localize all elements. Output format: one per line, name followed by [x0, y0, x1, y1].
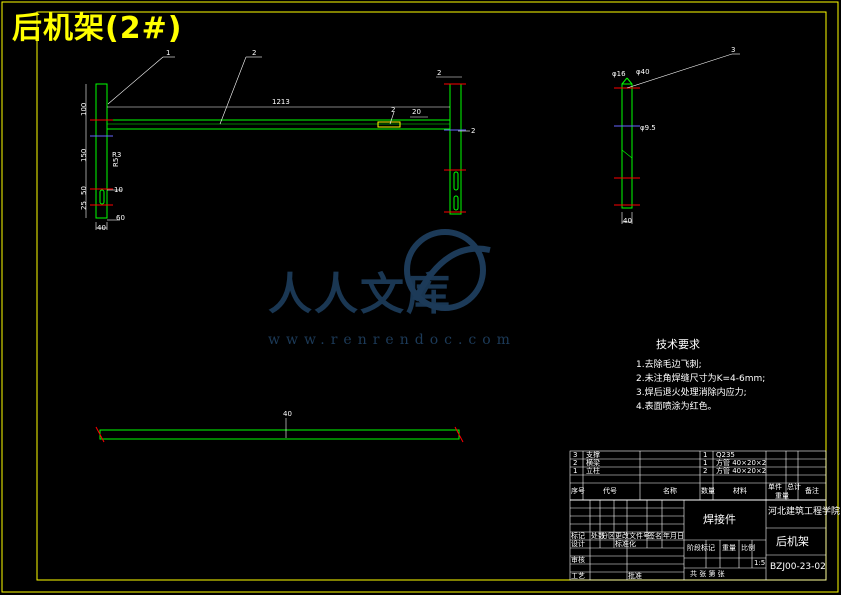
dim-10: 10 — [114, 186, 123, 194]
bottom-markers — [95, 426, 464, 443]
bottom-view — [99, 429, 460, 440]
header-code: 代号 — [603, 487, 617, 495]
front-dim-text: 1213 2 2 20 2 100 150 50 25 R3 R5 10 60 … — [80, 49, 475, 232]
dim-2-top: 2 — [437, 69, 441, 77]
part-name: 横梁 — [586, 459, 600, 467]
inner-frame — [36, 11, 827, 581]
drawing-number: BZJ00-23-02 — [770, 562, 826, 572]
drawing-name: 后机架 — [776, 535, 809, 548]
dim-60: 60 — [116, 214, 125, 222]
title-block-grid — [569, 450, 827, 581]
dim-phi16: φ16 — [612, 70, 626, 78]
part-type: 焊接件 — [703, 513, 736, 526]
dim-2-right: 2 — [471, 127, 475, 135]
tech-item: 1.去除毛边飞刺; — [636, 360, 702, 370]
label-weight: 重量 — [722, 544, 736, 552]
dim-r5: R5 — [112, 158, 120, 167]
school-name: 河北建筑工程学院 — [768, 507, 841, 517]
side-dim-text: φ16 φ40 φ9.5 40 3 — [612, 46, 735, 225]
header-total: 总计 — [787, 483, 801, 491]
part-qty: 1 — [703, 451, 708, 459]
part-name: 支撑 — [586, 451, 600, 459]
label-change: 更改文件号 — [615, 532, 650, 540]
label-std: 标准化 — [615, 540, 636, 548]
side-dims — [621, 53, 740, 224]
front-view — [95, 83, 462, 219]
part-no: 2 — [573, 459, 578, 467]
front-markers — [90, 83, 466, 213]
callout-2: 2 — [252, 49, 256, 57]
header-name: 名称 — [663, 487, 677, 495]
dim-40-side: 40 — [623, 217, 632, 225]
tech-requirements: 技术要求 1.去除毛边飞刺; 2.未注角焊缝尺寸为K=4-6mm; 3.焊后退火… — [636, 338, 765, 414]
side-view — [621, 77, 633, 209]
label-check: 审核 — [571, 556, 585, 564]
part-name: 立柱 — [586, 467, 600, 475]
header-no: 序号 — [571, 487, 585, 495]
label-process: 工艺 — [571, 572, 585, 580]
dim-20: 20 — [412, 108, 421, 116]
part-qty: 2 — [703, 467, 708, 475]
label-ratio: 比例 — [741, 544, 755, 552]
tech-item: 3.焊后退火处理消除内应力; — [636, 388, 747, 398]
watermark-text: 人人文库 — [268, 269, 452, 320]
dim-r3: R3 — [112, 151, 121, 159]
dim-phi40: φ40 — [636, 68, 650, 76]
part-material: 方管 40×20×2 — [716, 459, 767, 467]
dim-40-bottom: 40 — [283, 410, 292, 418]
header-weight: 重量 — [775, 492, 789, 500]
dim-2-mid: 2 — [391, 106, 395, 114]
dim-50: 50 — [80, 186, 88, 195]
dim-40: 40 — [97, 224, 106, 232]
header-qty: 数量 — [701, 487, 715, 495]
label-mark: 标记 — [571, 532, 585, 540]
dim-phi5: φ9.5 — [640, 124, 656, 132]
watermark-url: www.renrendoc.com — [268, 332, 516, 348]
part-material: 方管 40×20×2 — [716, 467, 767, 475]
part-material: Q235 — [716, 451, 735, 459]
part-qty: 1 — [703, 459, 708, 467]
label-count: 处数 — [591, 532, 605, 540]
tech-item: 2.未注角焊缝尺寸为K=4-6mm; — [636, 374, 766, 384]
side-markers — [614, 87, 640, 206]
label-approve: 批准 — [628, 572, 642, 580]
watermark-logo — [404, 229, 491, 311]
label-date: 年月日 — [663, 532, 684, 540]
scale-value: 1:5 — [754, 559, 766, 567]
callout-1: 1 — [166, 49, 170, 57]
dim-1213: 1213 — [272, 98, 290, 106]
front-dims — [85, 56, 470, 230]
dim-100: 100 — [80, 103, 88, 116]
dim-25: 25 — [80, 201, 88, 210]
dim-150: 150 — [80, 149, 88, 162]
header-material: 材料 — [733, 487, 747, 495]
label-design: 设计 — [571, 540, 585, 548]
tech-item: 4.表面喷涂为红色。 — [636, 402, 717, 412]
part-no: 3 — [573, 451, 578, 459]
callout-3: 3 — [731, 46, 735, 54]
label-sheets: 共 张 第 张 — [690, 570, 725, 578]
header-single: 单件 — [768, 483, 782, 491]
header-remark: 备注 — [805, 487, 819, 495]
label-sign: 签名 — [648, 532, 662, 540]
tech-title: 技术要求 — [656, 338, 700, 351]
label-stage: 阶段标记 — [687, 544, 715, 552]
part-no: 1 — [573, 467, 578, 475]
page-title: 后机架(2#) — [12, 11, 183, 46]
label-zone: 分区 — [601, 532, 615, 540]
